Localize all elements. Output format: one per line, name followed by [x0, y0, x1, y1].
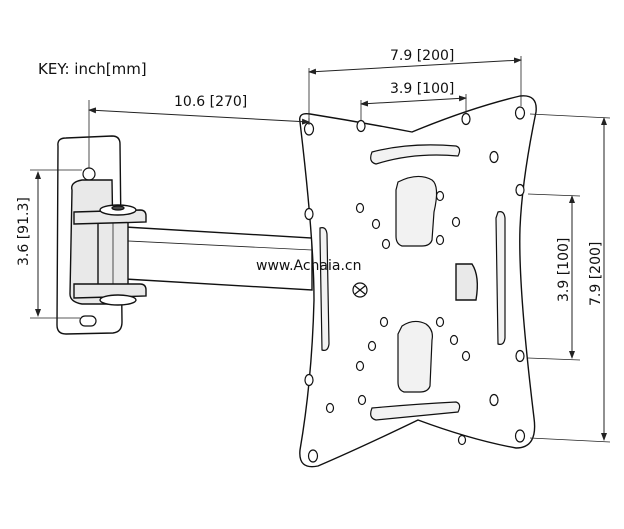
dim-right-height: 7.9 [200]: [529, 113, 611, 443]
vesa-plate: [299, 95, 537, 468]
dim-top-inner: 3.9 [100]: [360, 81, 467, 120]
dim-top-width-label: 7.9 [200]: [390, 48, 454, 64]
dim-top-width: 7.9 [200]: [308, 48, 522, 122]
swing-arm: [73, 204, 313, 306]
dim-top-inner-label: 3.9 [100]: [390, 81, 454, 97]
dim-wall-plate-height-label: 3.6 [91.3]: [16, 197, 32, 266]
key-label: KEY: inch[mm]: [38, 60, 147, 78]
watermark: www.Achaia.cn: [256, 258, 362, 274]
dim-arm-length: 10.6 [270]: [88, 94, 310, 168]
dim-right-inner: 3.9 [100]: [527, 193, 581, 361]
dim-wall-plate-height: 3.6 [91.3]: [16, 169, 82, 319]
dim-right-height-label: 7.9 [200]: [588, 242, 604, 306]
dim-arm-length-label: 10.6 [270]: [174, 94, 247, 110]
dim-right-inner-label: 3.9 [100]: [556, 238, 572, 302]
